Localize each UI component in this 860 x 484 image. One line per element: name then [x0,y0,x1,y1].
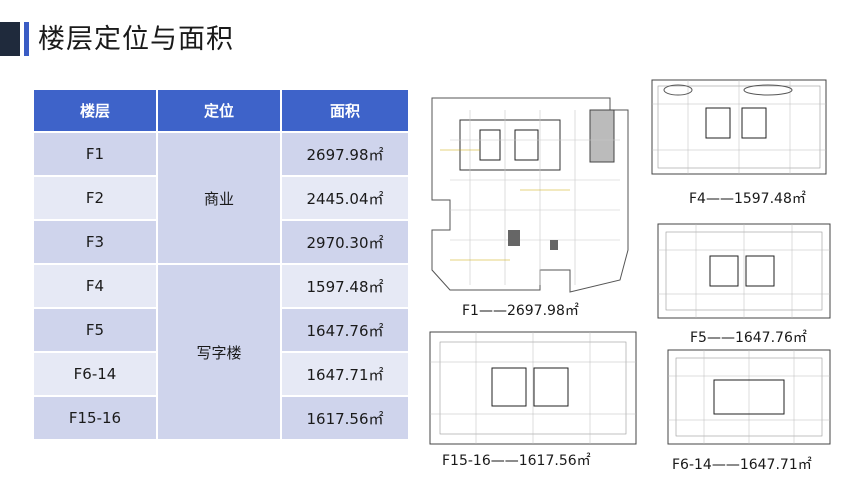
caption-f1: F1——2697.98㎡ [462,303,579,319]
area-cell: 2697.98㎡ [280,131,410,177]
floor-plan-f4-drawing [651,79,827,175]
table-header-row: 楼层 定位 面积 [32,88,410,133]
caption-f6-14: F6-14——1647.71㎡ [672,457,812,473]
floor-cell: F15-16 [32,395,158,441]
area-cell: 1647.71㎡ [280,351,410,397]
page-title: 楼层定位与面积 [38,24,234,55]
table-row: F5 1647.76㎡ [32,307,410,353]
header-floor: 楼层 [32,88,158,133]
area-cell: 1647.76㎡ [280,307,410,353]
floor-plan-f4 [648,74,830,180]
title-mark-blue [24,22,29,56]
floor-plan-f1 [420,90,638,298]
title-mark-dark [0,22,20,56]
floor-cell: F6-14 [32,351,158,397]
table-row: F1 商业 2697.98㎡ [32,131,410,265]
area-cell: 2970.30㎡ [280,219,410,265]
area-cell: 1617.56㎡ [280,395,410,441]
floor-cell: F5 [32,307,158,353]
floor-plan-f6-14 [664,346,834,448]
caption-f5: F5——1647.76㎡ [690,330,807,346]
caption-f15-16: F15-16——1617.56㎡ [442,453,591,469]
table-row: F3 2970.30㎡ [32,219,410,265]
floor-plan-f15-16 [426,328,640,448]
table-row: F4 写字楼 1597.48㎡ [32,263,410,441]
area-cell: 1597.48㎡ [280,263,410,309]
floor-cell: F4 [32,263,158,309]
table-row: F2 2445.04㎡ [32,175,410,221]
floor-cell: F2 [32,175,158,221]
caption-f4: F4——1597.48㎡ [689,191,806,207]
header-position: 定位 [156,88,282,133]
floor-cell: F3 [32,219,158,265]
area-cell: 2445.04㎡ [280,175,410,221]
floor-plan-f1-drawing [431,97,629,293]
table-row: F15-16 1617.56㎡ [32,395,410,441]
position-cell-office: 写字楼 [156,263,282,441]
floor-plan-f15-16-drawing [429,331,637,445]
floor-area-table: 楼层 定位 面积 F1 商业 2697.98㎡ F2 2445.04㎡ F3 2… [32,88,410,441]
header-area: 面积 [280,88,410,133]
table-row: F6-14 1647.71㎡ [32,351,410,397]
floor-plan-f5-drawing [657,223,831,319]
floor-plan-f5 [654,220,834,322]
floor-plan-f6-14-drawing [667,349,831,445]
floor-cell: F1 [32,131,158,177]
position-cell-commercial: 商业 [156,131,282,265]
